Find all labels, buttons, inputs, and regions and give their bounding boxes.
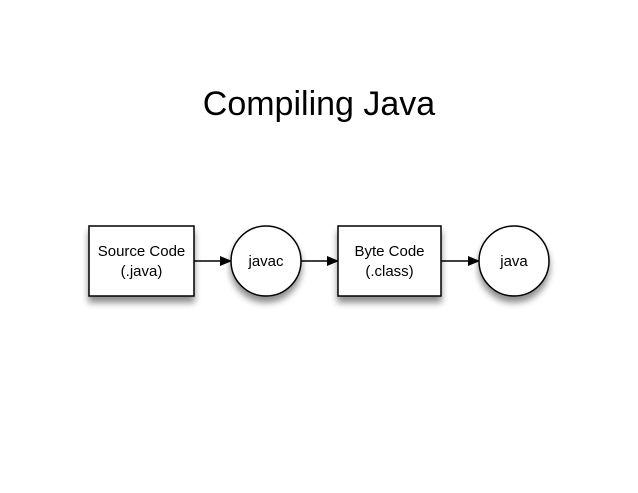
slide-title: Compiling Java (202, 85, 436, 123)
java-node: java (478, 225, 550, 297)
javac-label: javac (247, 253, 284, 270)
byte-code-extension-label: (.class) (365, 263, 413, 280)
java-label: java (499, 253, 528, 270)
byte-code-box (337, 225, 442, 297)
source-code-node: Source Code (.java) (88, 225, 195, 297)
source-code-label: Source Code (98, 243, 186, 260)
byte-code-node: Byte Code (.class) (337, 225, 442, 297)
javac-node: javac (230, 225, 302, 297)
byte-code-label: Byte Code (354, 243, 424, 260)
source-code-extension-label: (.java) (121, 263, 163, 280)
source-code-box (88, 225, 195, 297)
java-circle (478, 225, 550, 297)
